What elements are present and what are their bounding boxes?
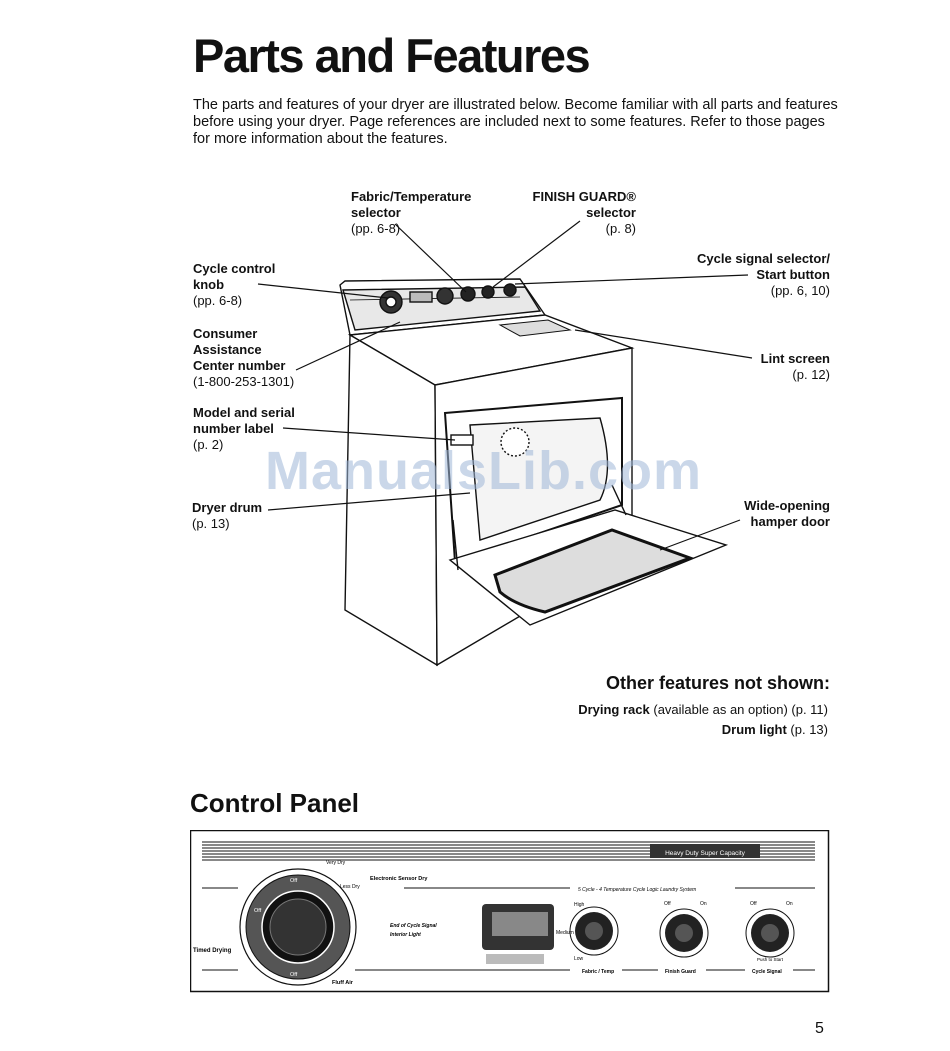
cp-fabric-temp: Fabric / Temp bbox=[582, 969, 614, 975]
control-panel-illustration: Heavy Duty Super Capacity Off Off Off Ti… bbox=[190, 830, 830, 993]
callout-lint-screen: Lint screen(p. 12) bbox=[760, 351, 830, 382]
cp-finish-guard: Finish Guard bbox=[665, 969, 696, 975]
callout-finish-guard-selector: FINISH GUARD®selector(p. 8) bbox=[532, 189, 636, 236]
cp-cs-on: On bbox=[786, 901, 793, 907]
cp-off-bottom: Off bbox=[290, 972, 298, 978]
cp-interior-light: Interior Light bbox=[390, 932, 421, 938]
watermark: ManualsLib.com bbox=[265, 441, 703, 501]
cp-less-dry: Less Dry bbox=[340, 884, 360, 890]
cp-off-top: Off bbox=[290, 878, 298, 884]
cp-cycle-signal: Cycle Signal bbox=[752, 969, 782, 975]
intro-paragraph: The parts and features of your dryer are… bbox=[193, 97, 838, 147]
cp-low: Low bbox=[574, 956, 584, 962]
cp-timed-drying: Timed Drying bbox=[193, 948, 232, 954]
cp-fg-off: Off bbox=[664, 901, 671, 907]
page-number: 5 bbox=[815, 1020, 824, 1037]
page-title: Parts and Features bbox=[193, 29, 591, 82]
callout-dryer-drum: Dryer drum(p. 13) bbox=[192, 500, 263, 531]
cp-logic-text: 5 Cycle - 4 Temperature Cycle Logic Laun… bbox=[578, 887, 696, 893]
cp-fluff-air: Fluff Air bbox=[332, 980, 354, 986]
other-features-heading: Other features not shown: bbox=[605, 673, 830, 693]
cp-high: High bbox=[574, 902, 585, 908]
cp-end-of-cycle: End of Cycle Signal bbox=[390, 923, 437, 929]
cp-brand-band: Heavy Duty Super Capacity bbox=[665, 850, 746, 857]
other-feature-item: Drum light (p. 13) bbox=[721, 722, 828, 737]
control-panel-title: Control Panel bbox=[190, 788, 360, 818]
cp-medium: Medium bbox=[556, 930, 574, 936]
cp-push-to-start: Push to Start bbox=[757, 957, 784, 962]
callout-cycle-signal-selector: Cycle signal selector/Start button(pp. 6… bbox=[697, 251, 830, 298]
cp-fg-on: On bbox=[700, 901, 707, 907]
cp-sensor-dry: Electronic Sensor Dry bbox=[370, 876, 428, 882]
cp-off-left: Off bbox=[254, 908, 262, 914]
cp-cs-off: Off bbox=[750, 901, 757, 907]
other-feature-item: Drying rack (available as an option) (p.… bbox=[578, 702, 828, 717]
cp-very-dry: Very Dry bbox=[326, 860, 346, 866]
